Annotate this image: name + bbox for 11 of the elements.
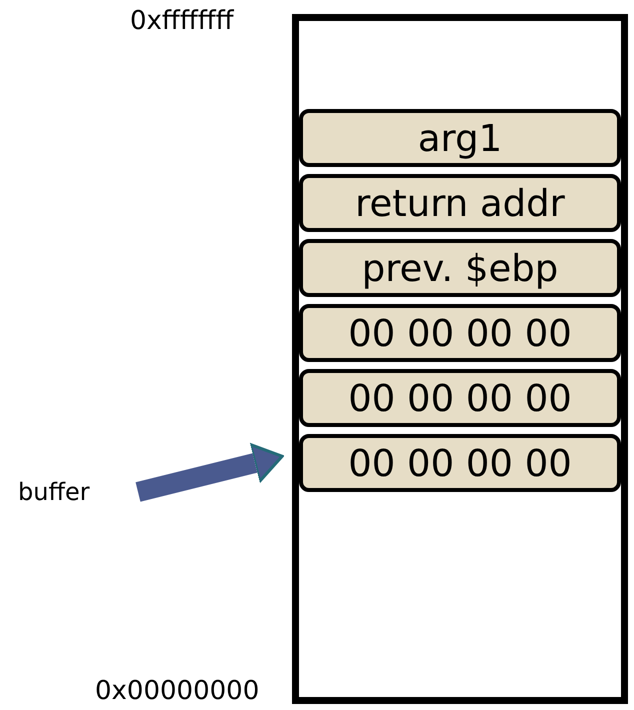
stack-slot: 00 00 00 00 xyxy=(299,304,621,362)
stack-slot: arg1 xyxy=(299,109,621,167)
stack-frame-box xyxy=(292,14,628,704)
address-label: 0xffffffff xyxy=(130,6,234,36)
address-label: 0x00000000 xyxy=(95,676,260,706)
stack-slot: 00 00 00 00 xyxy=(299,369,621,427)
stack-slot: 00 00 00 00 xyxy=(299,434,621,492)
stack-slot: prev. $ebp xyxy=(299,239,621,297)
arrow xyxy=(136,443,284,502)
stack-slot: return addr xyxy=(299,174,621,232)
pointer-label: buffer xyxy=(18,472,118,512)
